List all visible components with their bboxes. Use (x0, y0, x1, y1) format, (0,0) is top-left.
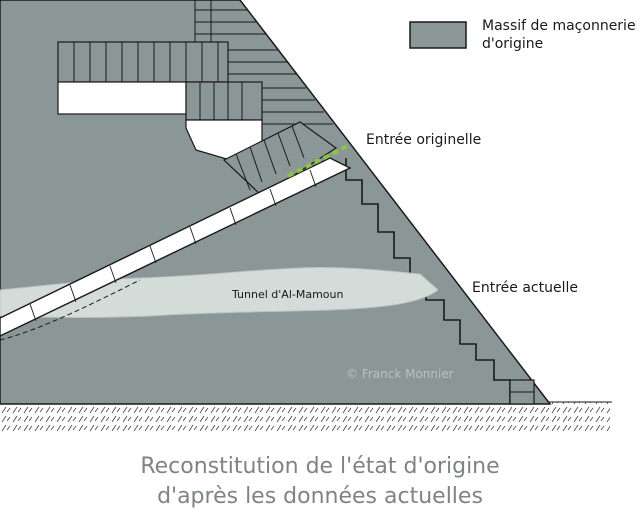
entrance-chevrons (222, 121, 338, 197)
legend: Massif de maçonnerie d'origine (409, 18, 636, 52)
legend-label-line2: d'origine (482, 36, 543, 52)
legend-swatch (409, 21, 467, 49)
label-original-entrance: Entrée originelle (366, 132, 481, 148)
legend-label-line1: Massif de maçonnerie (482, 18, 636, 34)
copyright-watermark: © Franck Monnier (346, 367, 454, 381)
label-current-entrance: Entrée actuelle (472, 280, 578, 296)
base-corner-steps (509, 379, 535, 405)
label-tunnel: Tunnel d'Al-Mamoun (231, 288, 343, 301)
caption-line-2: d'après les données actuelles (157, 484, 483, 509)
upper-brick-block (57, 41, 263, 161)
original-entrance-marker (287, 144, 349, 178)
caption-line-1: Reconstitution de l'état d'origine (140, 454, 500, 479)
descending-corridor (0, 157, 352, 341)
apex-courses (194, 0, 333, 135)
ground-layer (0, 401, 612, 432)
